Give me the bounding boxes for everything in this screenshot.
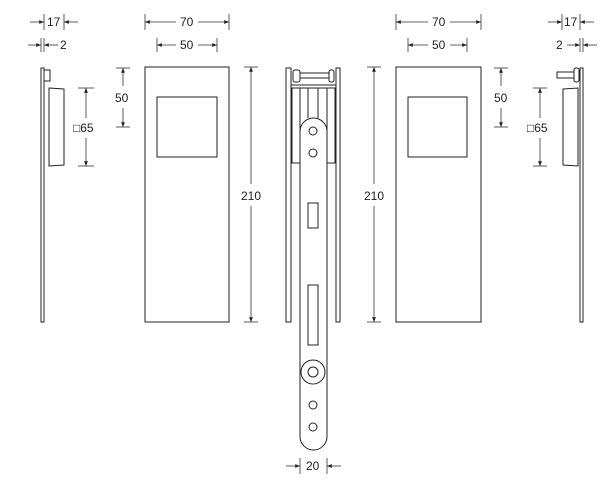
left-depth-label: 17 <box>47 15 61 29</box>
forend-strip <box>299 117 328 451</box>
cylinder-hole <box>300 359 326 385</box>
right-side-view: 17 2 □65 <box>527 14 597 323</box>
left-thickness-label: 2 <box>60 38 67 52</box>
latch-slot <box>307 202 319 229</box>
lock-case-view: 20 <box>285 67 341 474</box>
forend-width-label: 20 <box>306 459 320 473</box>
left-width-label: 70 <box>180 15 194 29</box>
right-width-label: 70 <box>432 15 446 29</box>
left-side-view: 17 2 50 □65 <box>28 14 130 323</box>
left-height-label: 210 <box>241 189 261 203</box>
left-front-view: 70 50 210 <box>144 14 261 323</box>
right-front-view: 70 50 210 50 <box>364 14 508 323</box>
left-offset-label: 50 <box>115 91 129 105</box>
bolt-slot <box>307 284 319 346</box>
right-depth-label: 17 <box>564 15 578 29</box>
right-height-label: 210 <box>364 189 384 203</box>
right-offset-label: 50 <box>494 91 508 105</box>
left-square-label: □65 <box>73 121 94 135</box>
left-window-width-label: 50 <box>180 38 194 52</box>
right-thickness-label: 2 <box>556 38 563 52</box>
right-square-label: □65 <box>527 121 548 135</box>
right-window-width-label: 50 <box>432 38 446 52</box>
screw-holes <box>308 126 318 432</box>
